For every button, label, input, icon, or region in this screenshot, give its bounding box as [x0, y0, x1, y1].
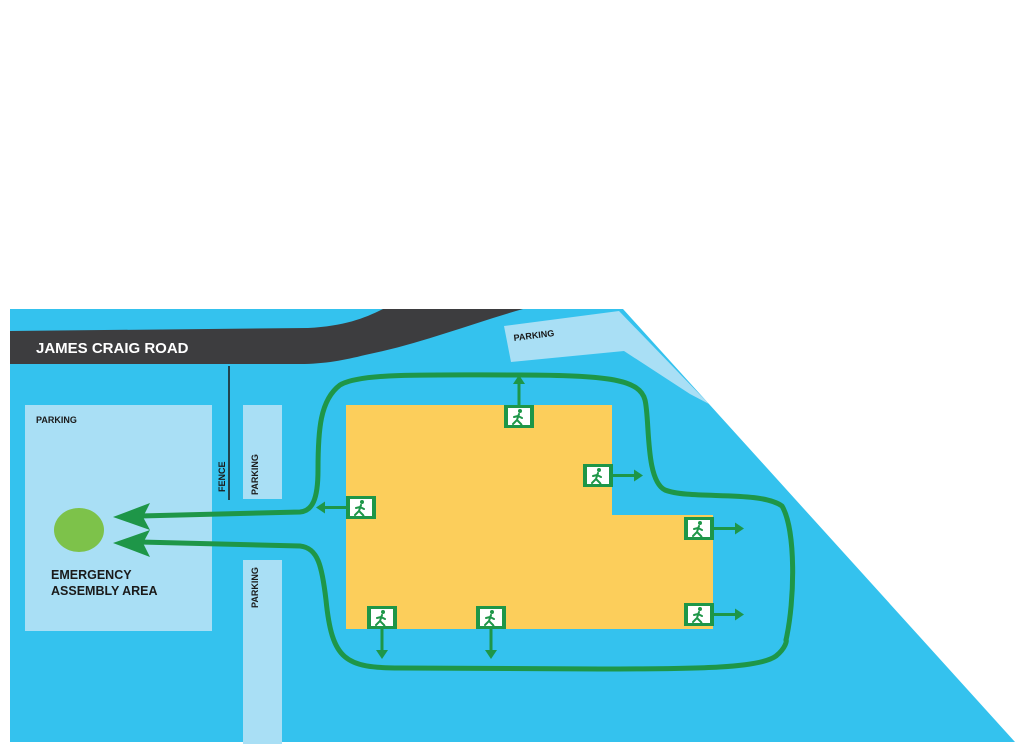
- parking-strip-upper-label: PARKING: [250, 454, 260, 495]
- parking-strip-upper: [243, 405, 282, 499]
- parking-strip-lower-label: PARKING: [250, 567, 260, 608]
- assembly-area-line2: ASSEMBLY AREA: [51, 584, 158, 598]
- assembly-area-line1: EMERGENCY: [51, 568, 132, 582]
- exit-sign-east-upper: [583, 464, 643, 487]
- assembly-point-icon: [54, 508, 104, 552]
- route-arrowhead-lower: [113, 530, 150, 557]
- fence-label: FENCE: [217, 461, 227, 492]
- exit-sign-north: [504, 375, 534, 428]
- exit-sign-west: [316, 496, 376, 519]
- exit-arrowhead: [316, 501, 325, 514]
- running-man-exit-icon: [512, 409, 523, 427]
- evacuation-route-lower: [137, 539, 789, 672]
- exit-sign-east-middle: [684, 517, 744, 540]
- evacuation-route-upper: [137, 372, 796, 643]
- parking-left-lot-label: PARKING: [36, 415, 77, 425]
- exit-arrowhead: [735, 522, 744, 535]
- running-man-exit-icon: [354, 500, 365, 518]
- parking-strip-lower: [243, 560, 282, 744]
- exit-signs: [316, 375, 744, 659]
- exit-arrowhead: [513, 375, 525, 384]
- parking-top-right: [504, 311, 709, 404]
- running-man-exit-icon: [591, 468, 602, 486]
- running-man-exit-icon: [692, 607, 703, 625]
- running-man-exit-icon: [375, 610, 386, 628]
- exit-arrowhead: [634, 469, 643, 482]
- parking-top-right-label: PARKING: [513, 328, 555, 343]
- exit-sign-south-west: [367, 606, 397, 659]
- exit-sign-south-middle: [476, 606, 506, 659]
- exit-arrowhead: [485, 650, 497, 659]
- exit-arrowhead: [376, 650, 388, 659]
- exit-arrowhead: [735, 608, 744, 621]
- james-craig-road: [10, 309, 523, 364]
- exit-sign-east-lower: [684, 603, 744, 626]
- route-arrowhead-upper: [113, 503, 150, 530]
- building: [346, 405, 713, 629]
- running-man-exit-icon: [484, 610, 495, 628]
- running-man-exit-icon: [692, 521, 703, 539]
- road-label: JAMES CRAIG ROAD: [36, 340, 189, 357]
